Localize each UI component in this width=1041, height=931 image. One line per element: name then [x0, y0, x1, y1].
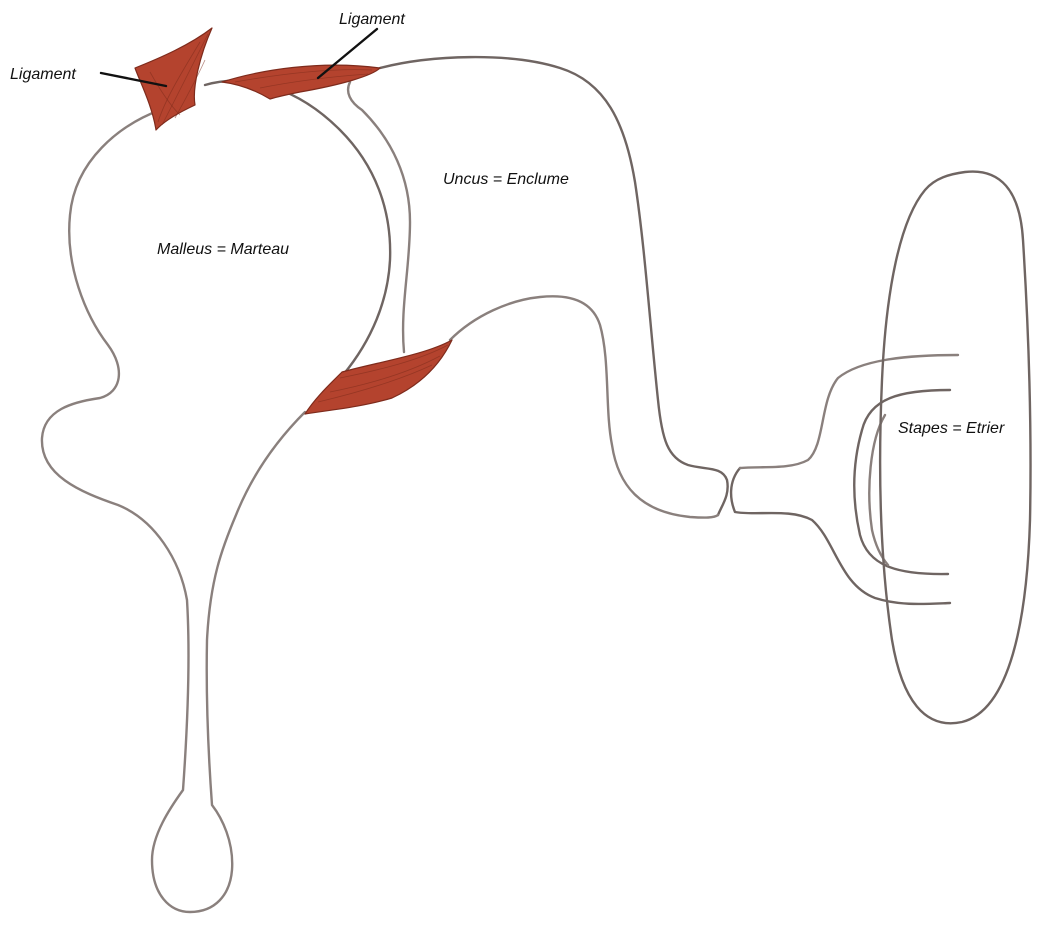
incus-top-outline — [380, 57, 728, 515]
label-stapes: Stapes = Etrier — [898, 420, 1005, 437]
malleus-head-inner-outline — [205, 81, 390, 375]
label-malleus: Malleus = Marteau — [157, 241, 289, 258]
stapes-head-outline — [731, 468, 950, 604]
incus-bone — [348, 57, 728, 518]
stapes-bone — [731, 172, 1030, 724]
ligament-incudomalleolar — [305, 340, 452, 414]
ligament-incudomalleolar-shape — [305, 340, 452, 414]
malleus-outer-outline — [42, 110, 305, 912]
stapes-neck-upper-outline — [740, 355, 958, 468]
stapes-crus-line — [869, 415, 888, 565]
ligament-posterior-incus — [222, 65, 380, 99]
label-ligament-top: Ligament — [339, 11, 405, 28]
label-ligament-left: Ligament — [10, 66, 76, 83]
label-incus: Uncus = Enclume — [443, 171, 569, 188]
malleus-bone — [42, 81, 390, 912]
ligament-posterior-incus-shape — [222, 65, 380, 99]
incus-bottom-outline — [450, 296, 718, 517]
stapes-footplate-outline — [880, 172, 1030, 724]
